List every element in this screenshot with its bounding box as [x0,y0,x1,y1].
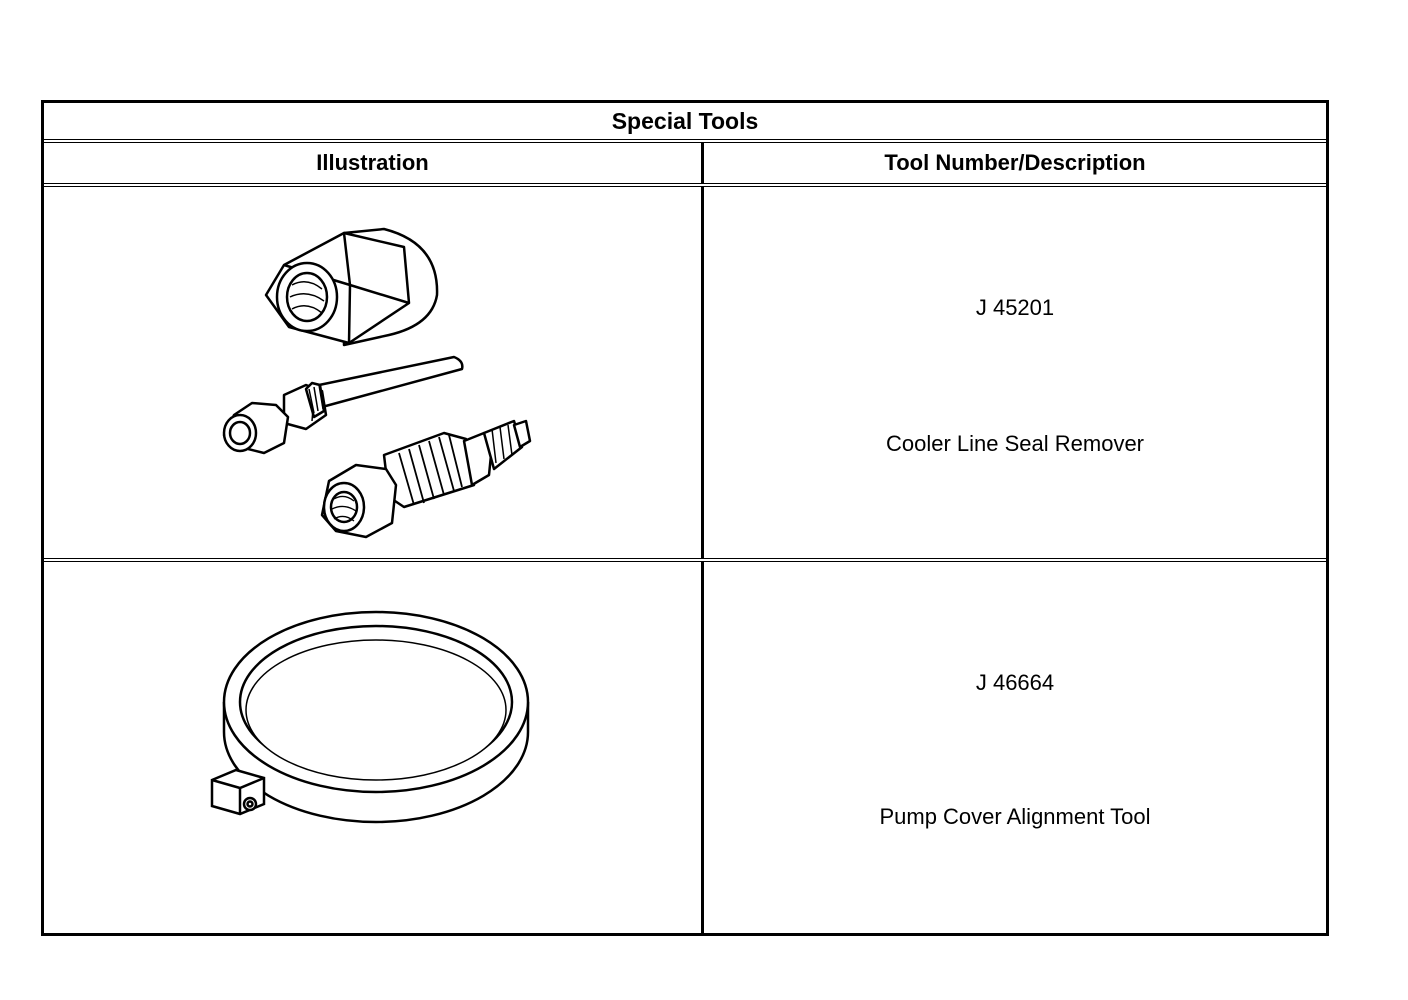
header-illustration: Illustration [316,150,429,175]
table-row: J 45201 Cooler Line Seal Remover [44,187,1326,562]
special-tools-table: Special Tools Illustration Tool Number/D… [41,100,1329,936]
illustration-cell [44,562,701,933]
description-cell: J 46664 Pump Cover Alignment Tool [701,562,1326,933]
table-title: Special Tools [44,103,1326,143]
tool-description: Cooler Line Seal Remover [885,431,1145,456]
table-header-row: Illustration Tool Number/Description [44,143,1326,187]
description-cell: J 45201 Cooler Line Seal Remover [701,187,1326,558]
tool-description: Pump Cover Alignment Tool [879,804,1151,829]
cooler-line-seal-remover-illustration [222,227,532,539]
table-row: J 46664 Pump Cover Alignment Tool [44,562,1326,933]
illustration-cell [44,187,701,558]
pump-cover-alignment-tool-illustration [210,610,530,824]
tool-number: J 46664 [975,670,1055,695]
tool-number: J 45201 [975,295,1055,320]
header-tool-description: Tool Number/Description [701,143,1326,183]
